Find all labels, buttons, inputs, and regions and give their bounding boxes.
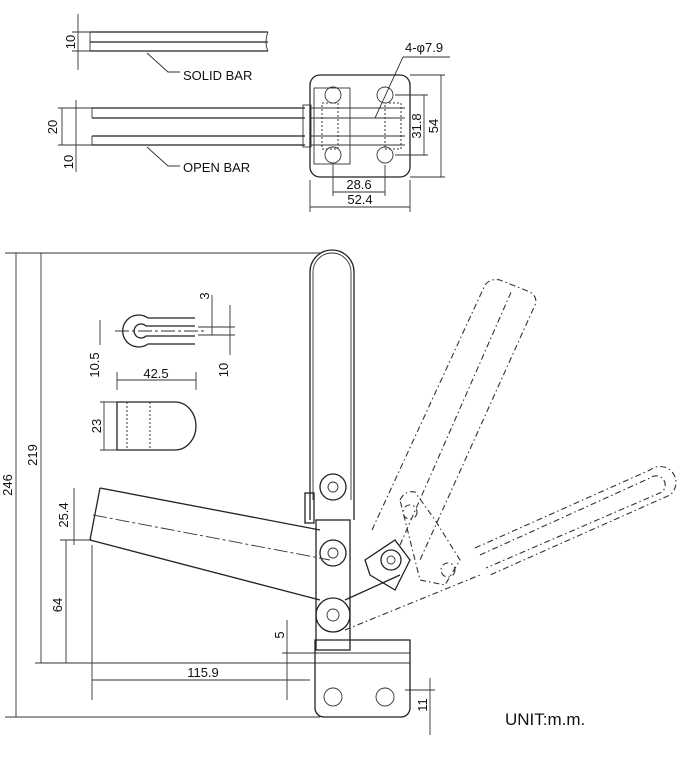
open-bar-thickness-dim: 10	[61, 155, 76, 169]
reach-dim: 115.9	[187, 665, 219, 680]
fork-radius-dim: 10.5	[87, 352, 102, 377]
open-bar	[58, 100, 312, 172]
clamp-body	[89, 249, 411, 718]
solid-bar	[72, 14, 269, 73]
plate-width-dim: 52.4	[347, 192, 372, 207]
handle-height-dim: 219	[25, 444, 40, 466]
solid-bar-label: SOLID BAR	[183, 68, 252, 83]
open-bar-label: OPEN BAR	[183, 160, 250, 175]
arm-height-dim: 64	[50, 598, 65, 612]
solid-bar-thickness-dim: 10	[63, 35, 78, 49]
unit-label: UNIT:m.m.	[505, 710, 585, 729]
pad-length-dim: 42.5	[143, 366, 168, 381]
fork-width-dim: 10	[216, 363, 231, 377]
hole-spacing-v-dim: 31.8	[409, 113, 424, 138]
base-thickness-dim: 5	[272, 631, 287, 638]
arm-width-dim: 25.4	[56, 502, 71, 527]
hole-spec-dim: 4-φ7.9	[405, 40, 443, 55]
overall-height-dim: 246	[0, 474, 15, 496]
hole-spacing-h-dim: 28.6	[346, 177, 371, 192]
open-handle-phantom	[344, 279, 677, 631]
pad-height-dim: 23	[89, 419, 104, 433]
side-dimensions	[5, 252, 435, 735]
plate-height-dim: 54	[426, 119, 441, 133]
base-plate-top	[309, 56, 450, 212]
fork-slot-dim: 3	[197, 292, 212, 299]
fork-detail	[99, 295, 235, 451]
hole-offset-dim: 11	[415, 698, 430, 712]
open-bar-width-dim: 20	[45, 120, 60, 134]
